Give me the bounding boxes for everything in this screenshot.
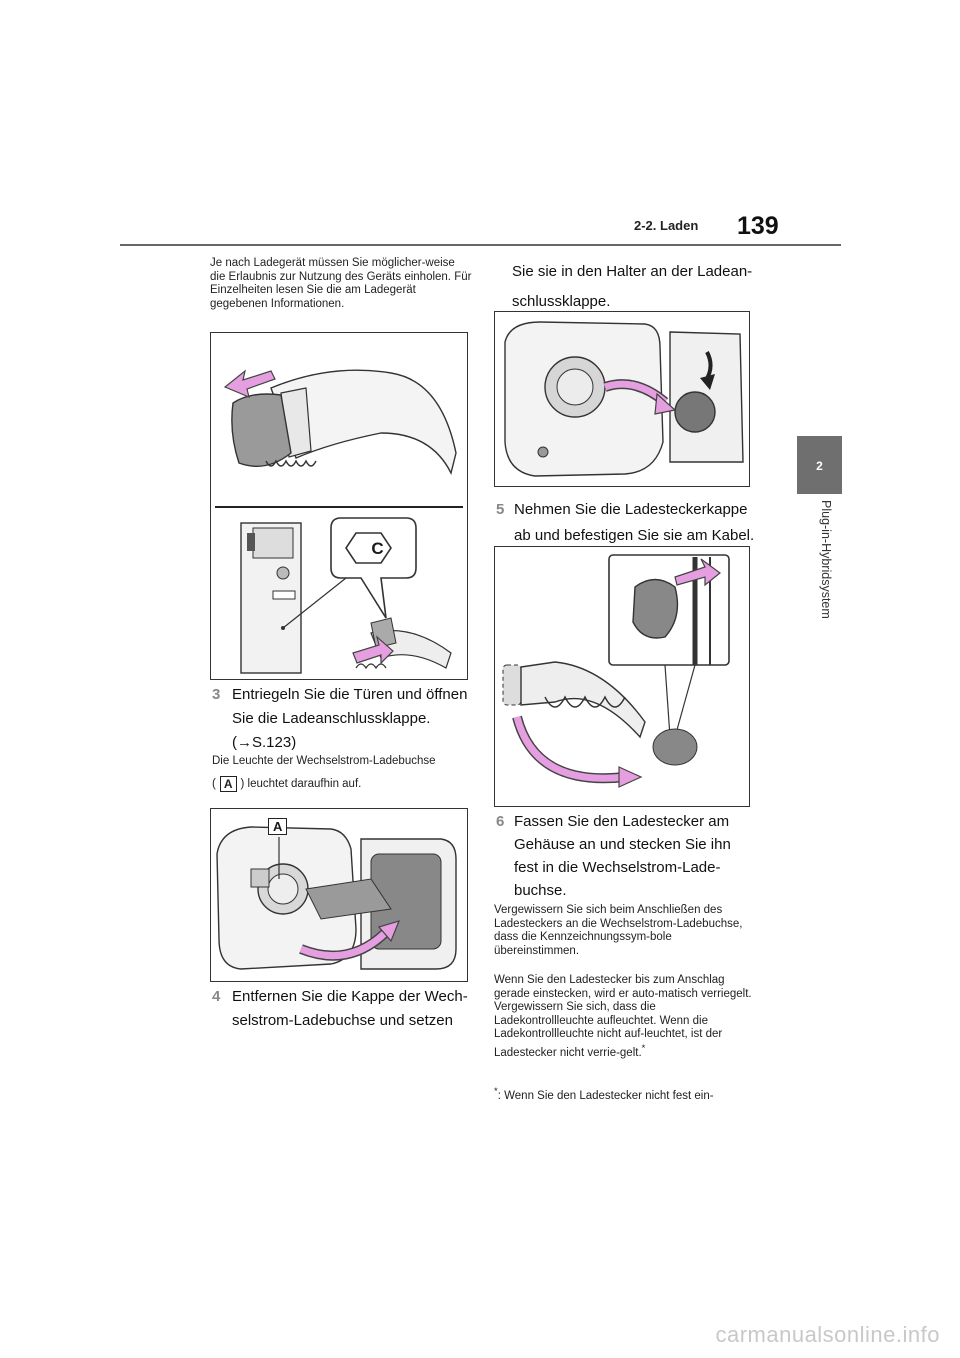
step-3-number: 3 <box>212 686 221 703</box>
arrow-icon <box>223 369 276 399</box>
step-3-ref[interactable]: (→S.123) <box>232 734 297 751</box>
arrow-icon <box>654 392 677 415</box>
step-5: 5 Nehmen Sie die Ladesteckerkappe ab und … <box>496 497 758 544</box>
figure-label-a: A <box>268 818 288 835</box>
step-4-continued: Sie sie in den Halter an der Ladean-schl… <box>512 263 753 310</box>
arrow-icon <box>352 635 394 665</box>
marker-a: A <box>219 776 237 792</box>
chapter-tab[interactable] <box>797 436 842 494</box>
figure-label-c: C <box>371 539 384 558</box>
arrow-icon <box>674 558 721 587</box>
intro-text: Je nach Ladegerät müssen Sie möglicher-w… <box>210 257 472 310</box>
figure-plug-station: C <box>210 332 468 680</box>
step-3-text: Entriegeln Sie die Türen und öffnen Sie … <box>232 686 468 727</box>
arrow-icon <box>618 766 643 788</box>
section-title: 2-2. Laden <box>634 218 699 233</box>
arrow-icon <box>377 920 401 943</box>
chapter-number: 2 <box>816 459 823 473</box>
footnote-ref[interactable]: * <box>641 1042 646 1054</box>
step-3: 3 Entriegeln Sie die Türen und öffnen Sie… <box>212 683 474 727</box>
header-divider <box>120 244 841 246</box>
step-4-number: 4 <box>212 988 221 1005</box>
footnote: *: Wenn Sie den Ladestecker nicht fest e… <box>494 1086 714 1102</box>
watermark: carmanualsonline.info <box>715 1322 940 1347</box>
figure-cap-holder <box>494 311 750 487</box>
step-6-number: 6 <box>496 813 505 830</box>
note-3-line1: Die Leuchte der Wechselstrom-Ladebuchse <box>212 755 436 767</box>
step-4-text: Entfernen Sie die Kappe der Wech-selstro… <box>232 988 468 1029</box>
step-6: 6 Fassen Sie den Ladestecker am Gehäuse a… <box>496 810 758 899</box>
step-4: 4 Entfernen Sie die Kappe der Wech-selstr… <box>212 985 474 1029</box>
figure-plug-cap <box>494 546 750 807</box>
step-6-text: Fassen Sie den Ladestecker am Gehäuse an… <box>514 813 731 899</box>
step-5-text: Nehmen Sie die Ladesteckerkappe ab und b… <box>514 501 755 544</box>
note-6b: Wenn Sie den Ladestecker bis zum Anschla… <box>494 974 752 1059</box>
note-3-line2: (A) leuchtet daraufhin auf. <box>212 776 362 792</box>
page-number: 139 <box>737 212 779 240</box>
chapter-title: Plug-in-Hybridsystem <box>819 500 833 619</box>
note-6a: Vergewissern Sie sich beim Anschließen d… <box>494 904 743 957</box>
figure-charge-port: A <box>210 808 468 982</box>
step-5-number: 5 <box>496 501 505 518</box>
